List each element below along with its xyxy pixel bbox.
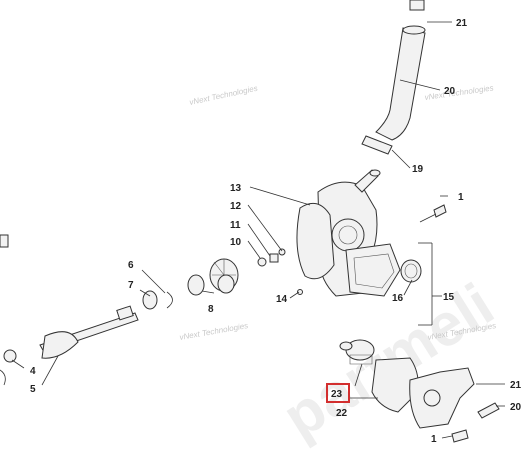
callout-10: 10 xyxy=(230,237,242,248)
gasket-22 xyxy=(371,357,419,413)
callout-11: 11 xyxy=(230,220,241,231)
washer-10 xyxy=(257,257,267,267)
washer-4 xyxy=(3,349,17,363)
thermostat xyxy=(339,339,375,365)
leader-lines xyxy=(11,21,505,439)
callout-13: 13 xyxy=(230,183,242,194)
shaft xyxy=(39,305,139,359)
clamp-lower xyxy=(361,135,393,155)
callout-22: 22 xyxy=(336,408,348,419)
bolt-1-bottom xyxy=(451,429,469,443)
thermostat-housing xyxy=(409,367,475,429)
edge-fragment xyxy=(0,234,9,248)
housing-gasket xyxy=(296,202,335,280)
callout-6: 6 xyxy=(128,260,134,271)
callout-1-top: 1 xyxy=(458,192,464,203)
callout-19: 21 xyxy=(456,18,468,29)
watermark-text: vNext Technologies xyxy=(424,83,494,102)
callout-23: 23 xyxy=(331,389,343,400)
callout-4: 4 xyxy=(30,366,36,377)
circlip-6 xyxy=(166,291,173,309)
callout-14: 14 xyxy=(276,294,288,305)
callout-21: 21 xyxy=(510,380,522,391)
callout-8: 8 xyxy=(208,304,214,315)
bolt-20 xyxy=(477,402,500,419)
callout-15: 15 xyxy=(443,292,455,303)
hose xyxy=(375,27,426,141)
pin-14 xyxy=(297,289,303,295)
watermark-text: vNext Technologies xyxy=(179,321,249,342)
callout-20: 20 xyxy=(510,402,522,413)
callout-23-highlight xyxy=(326,383,350,403)
callout-1-bottom: 1 xyxy=(431,434,437,445)
hose-assembly xyxy=(361,0,426,155)
clamp-top xyxy=(409,0,425,11)
callout-7: 7 xyxy=(128,280,134,291)
bolt-1-top xyxy=(419,204,447,223)
callout-16: 16 xyxy=(392,293,404,304)
washer-12 xyxy=(278,248,286,256)
hose-end xyxy=(402,25,426,35)
seal-8 xyxy=(187,274,205,296)
o-ring-16 xyxy=(400,259,422,283)
callout-12: 12 xyxy=(230,201,242,212)
impeller xyxy=(209,258,239,294)
bearing-7 xyxy=(142,290,158,310)
callout-5: 5 xyxy=(30,384,36,395)
callout-18: 20 xyxy=(444,86,456,97)
cover-plate xyxy=(345,243,401,297)
watermark-text: vNext Technologies xyxy=(189,84,259,107)
nut-11 xyxy=(269,253,279,263)
edge-fragment xyxy=(0,369,6,386)
o-ring-16-inner xyxy=(404,263,418,279)
callout-17: 19 xyxy=(412,164,424,175)
callout-labels: 21 20 19 1 13 12 11 10 14 15 16 8 6 7 4 … xyxy=(30,18,522,445)
